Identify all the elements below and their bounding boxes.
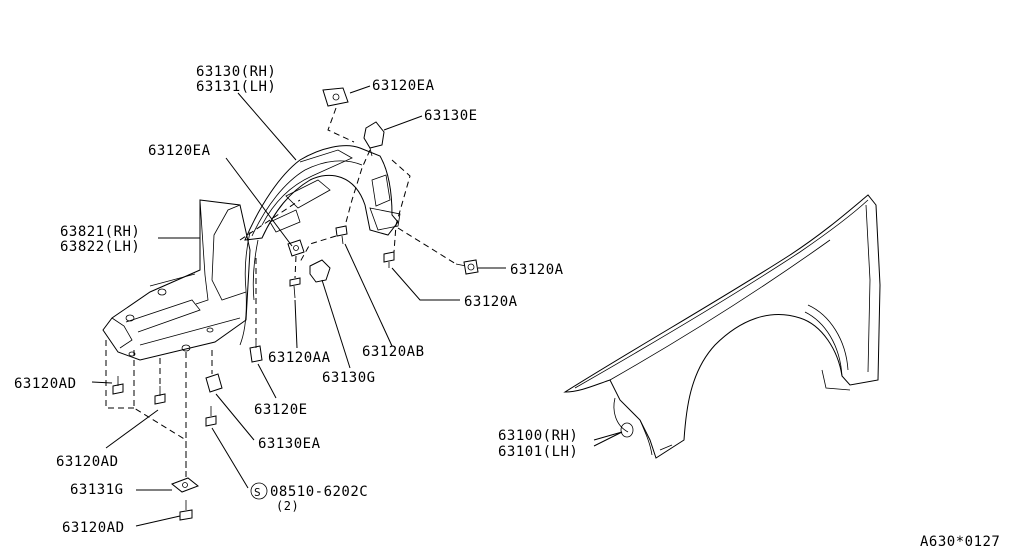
screw-63120aa [289,277,301,299]
label-63120ad-left: 63120AD [14,376,77,392]
clip-63120ea-top [322,87,349,107]
label-63822-lh: 63822(LH) [60,239,140,255]
screw-63120ab [335,225,348,245]
screw-08510 [205,406,217,427]
leader-lines [91,85,623,527]
assembly-lines [105,107,457,478]
label-63120ea-left: 63120EA [148,143,211,159]
engine-under-cover [102,199,251,361]
label-63120e: 63120E [254,402,308,418]
label-63130g: 63130G [322,370,376,386]
clip-63130ea [205,373,223,393]
label-63120a-right: 63120A [510,262,564,278]
label-63821-rh: 63821(RH) [60,224,140,240]
clip-63120ea-left [287,239,305,257]
clip-63120e [249,340,263,363]
front-fender [563,194,881,459]
screw-63120ad-left [112,376,124,395]
part-labels: 63130(RH) 63131(LH) 63120EA 63130E 63120… [14,64,1000,550]
label-63131-lh: 63131(LH) [196,79,276,95]
reference-code: A630*0127 [920,534,1000,550]
label-63120ad-mid: 63120AD [56,454,119,470]
label-08510-qty: (2) [276,499,299,513]
fender-liner [239,145,401,346]
label-63130ea: 63130EA [258,436,321,452]
screw-63120ad-mid [154,386,166,405]
label-63120a-mid: 63120A [464,294,518,310]
label-63120aa: 63120AA [268,350,331,366]
label-63100-rh: 63100(RH) [498,428,578,444]
standard-part-symbol [250,482,268,500]
screw-63120a-mid [383,251,395,268]
label-63130-rh: 63130(RH) [196,64,276,80]
clip-63130e [363,121,385,157]
clip-63130g [309,259,331,283]
label-63120ad-bottom: 63120AD [62,520,125,536]
label-63120ab: 63120AB [362,344,425,360]
label-63120ea-top: 63120EA [372,78,435,94]
label-63130e: 63130E [424,108,478,124]
bolt-63120a [455,259,479,275]
nut-63131g [171,477,199,493]
screw-63120ad-bottom [179,500,193,521]
label-08510-6202c: 08510-6202C [270,484,368,500]
label-08510-symbol: S [254,486,261,499]
label-63101-lh: 63101(LH) [498,444,578,460]
label-63131g: 63131G [70,482,124,498]
